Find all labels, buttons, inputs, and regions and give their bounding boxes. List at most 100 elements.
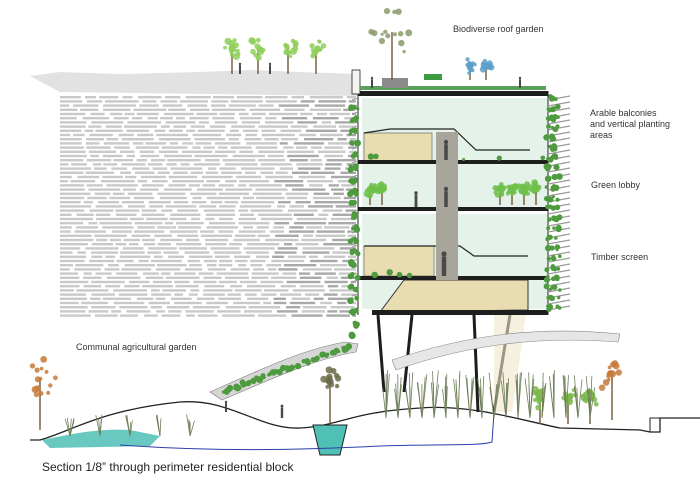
shrub-icon [351,143,354,146]
ghost-facade-bar [337,302,346,304]
reed-icon [410,372,413,418]
ghost-facade-bar [310,96,343,98]
ghost-facade-bar [96,130,123,132]
label-communal-garden: Communal agricultural garden [76,342,197,353]
ghost-facade-bar [167,159,200,161]
ghost-facade-bar [137,113,159,115]
tree-foliage [484,63,490,69]
tree-foliage [613,363,620,370]
ghost-facade-bar [185,251,210,253]
ghost-facade-bar [170,230,198,232]
ghost-facade-bar [219,205,236,207]
ghost-facade-bar [164,251,179,253]
ghost-facade-bar [211,100,228,102]
ghost-facade-bar [237,96,263,98]
ghost-facade-bar [212,117,234,119]
ghost-facade-bar [253,193,282,195]
ghost-facade-bar [230,130,239,132]
tree-foliage [517,183,521,187]
tree-foliage [383,30,387,34]
reed-icon [530,375,533,419]
ghost-facade-bar [291,125,308,127]
shrub-icon [545,185,549,189]
ghost-facade-bar [73,104,99,106]
ghost-facade-bar [213,96,234,98]
ghost-facade-bar [294,214,314,216]
ghost-facade-bar [106,256,116,258]
ghost-facade-bar [153,281,172,283]
ghost-facade-bar [277,205,285,207]
ghost-facade-bar [89,260,114,262]
ghost-facade-bar [235,235,256,237]
ghost-facade-bar [95,193,111,195]
ghost-facade-bar [106,125,122,127]
tree-foliage [290,48,297,55]
ghost-facade-bar [217,272,249,274]
ghost-facade-bar [149,205,163,207]
tree-foliage [468,61,472,65]
ghost-facade-bar [211,247,240,249]
ghost-facade-bar [283,146,293,148]
ghost-facade-bar [103,298,131,300]
ghost-facade-bar [107,138,119,140]
ghost-facade-bar [318,100,346,102]
ghost-facade-bar [156,310,165,312]
ghost-facade-bar [297,121,317,123]
person-icon [444,140,448,144]
ghost-facade-bar [215,256,230,258]
tree-foliage [254,43,260,49]
ghost-facade-bar [152,180,167,182]
tree-foliage [616,369,622,375]
ghost-facade-bar [60,146,84,148]
ghost-facade-bar [125,113,135,115]
ghost-facade-bar [174,281,189,283]
ghost-facade-bar [261,172,274,174]
ghost-facade-bar [215,121,237,123]
ghost-facade-bar [87,159,111,161]
shrub-icon [547,108,550,111]
shrub-icon [557,296,560,299]
ghost-facade-bar [261,293,276,295]
tree-foliage [498,190,504,196]
shrub-icon [553,174,558,179]
ghost-facade-bar [125,176,136,178]
ghost-facade-bar [215,151,236,153]
ghost-facade-bar [239,222,270,224]
tree-foliage [465,57,469,61]
ghost-facade-bar [151,159,165,161]
ghost-facade-bar [234,256,250,258]
ghost-facade-bar [303,247,335,249]
tree-foliage [381,33,384,36]
shrub-icon [546,226,550,230]
shrub-icon [549,295,555,301]
ghost-facade-bar [60,104,69,106]
ghost-facade-bar [281,138,298,140]
ghost-facade-bar [60,272,78,274]
ghost-facade-bar [258,314,286,316]
ghost-facade-bar [60,306,88,308]
ghost-facade-bar [87,100,102,102]
ghost-facade-bar [220,113,235,115]
ghost-facade-bar [296,201,311,203]
ghost-facade-bar [207,264,217,266]
ghost-facade-bar [162,146,188,148]
ghost-facade-bar [233,302,260,304]
tree-foliage [375,186,381,192]
ghost-facade-bar [119,293,148,295]
ghost-facade-bar [102,226,133,228]
ghost-facade-bar [272,256,284,258]
ghost-facade-bar [106,184,137,186]
ghost-facade-bar [219,193,249,195]
ghost-facade-bar [143,272,159,274]
ghost-facade-bar [171,298,192,300]
ghost-facade-bar [180,100,208,102]
ghost-facade-bar [191,125,205,127]
ghost-facade-bar [290,302,315,304]
tree-foliage [402,50,405,53]
reed-icon [446,374,447,418]
ghost-facade-bar [300,277,322,279]
ghost-facade-bar [111,310,121,312]
ghost-facade-bar [60,138,82,140]
shrub-icon [556,248,559,251]
ghost-facade-bar [205,239,228,241]
